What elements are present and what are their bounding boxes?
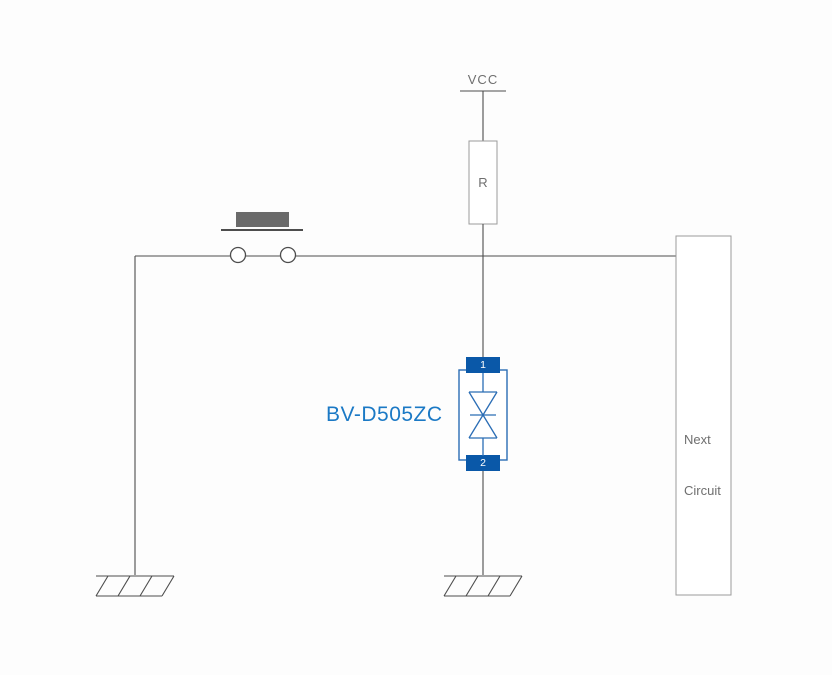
vcc-label: VCC (467, 72, 499, 87)
next-circuit-label: Next Circuit (684, 397, 730, 533)
resistor-label: R (478, 175, 488, 190)
tvs-diode-symbol (468, 373, 498, 456)
button-contact-left (229, 246, 247, 264)
tvs-terminal-top (466, 357, 500, 373)
tvs-pin1-label: 1 (480, 359, 486, 371)
button-cap (236, 212, 289, 227)
next-circuit-line2: Circuit (684, 483, 721, 498)
ground-symbol-center (443, 575, 523, 597)
resistor-body (468, 140, 498, 225)
tvs-terminal-bottom (466, 455, 500, 471)
next-circuit-line1: Next (684, 432, 711, 447)
button-contact-right (279, 246, 297, 264)
tvs-pin2-label: 2 (480, 457, 486, 469)
next-circuit-box (675, 235, 732, 596)
component-name-label: BV-D505ZC (326, 403, 443, 426)
ground-symbol-left (95, 575, 175, 597)
